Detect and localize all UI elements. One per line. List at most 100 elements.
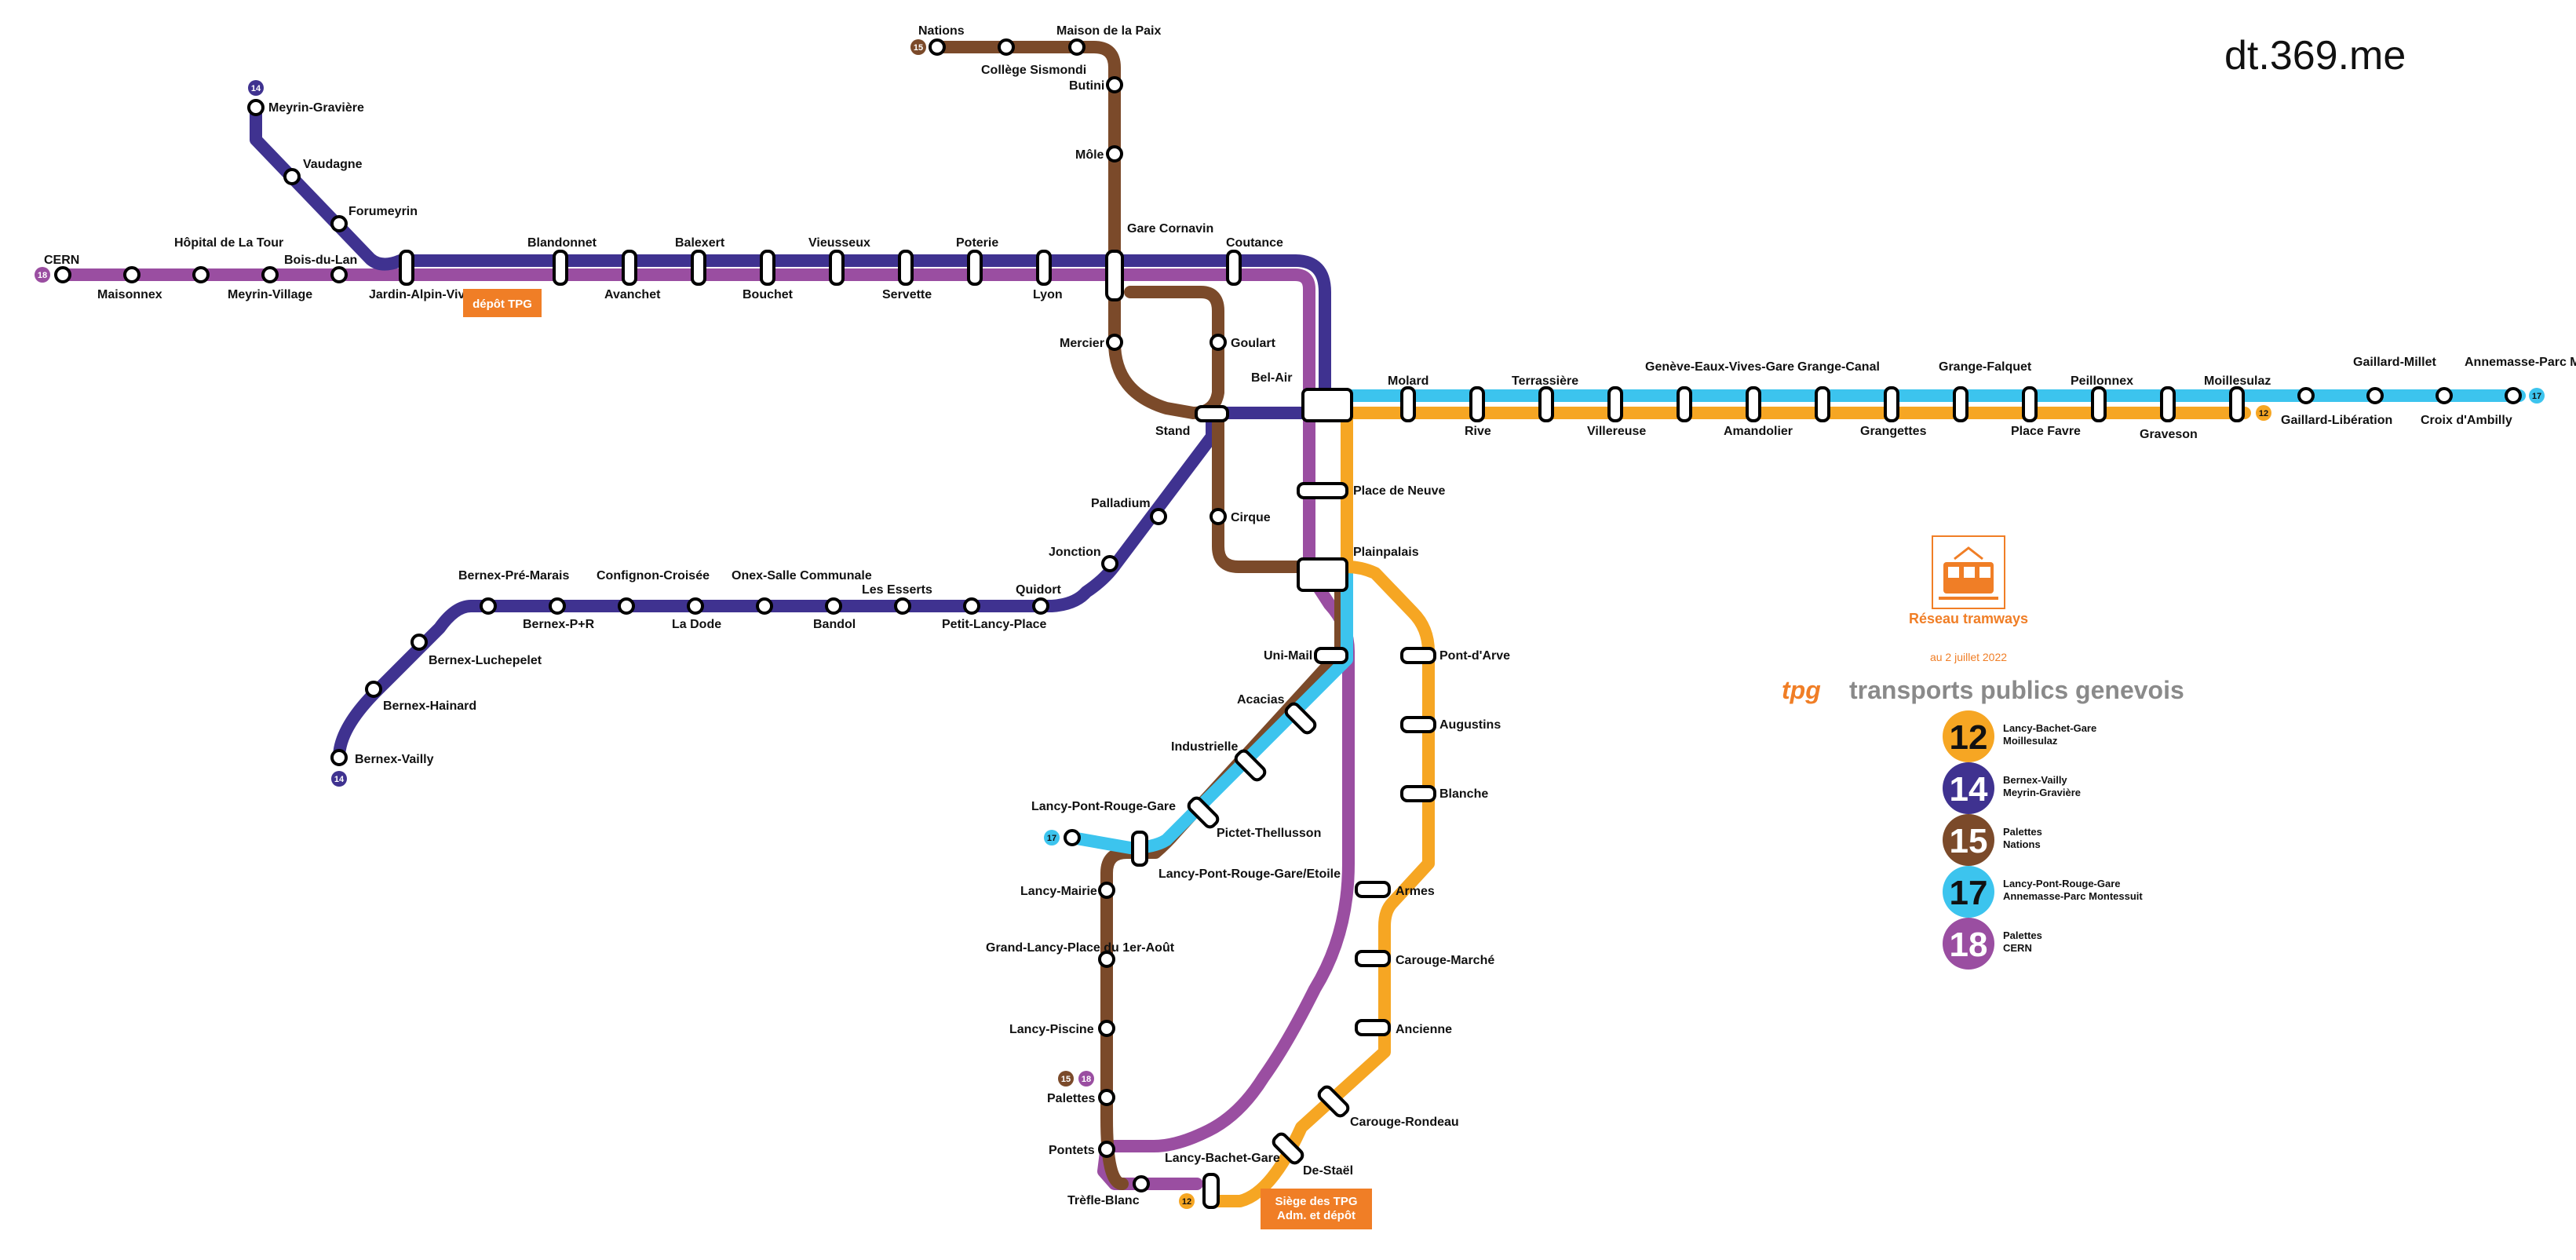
station-bandol[interactable] (825, 597, 842, 615)
station-peillonnex[interactable] (2091, 386, 2107, 422)
station-petit-lancy[interactable] (963, 597, 980, 615)
station-servette[interactable] (898, 250, 914, 286)
station-les-esserts[interactable] (894, 597, 911, 615)
label-bandol: Bandol (813, 618, 856, 631)
operator-name: transports publics genevois (1849, 676, 2184, 704)
station-lancy-mairie[interactable] (1098, 882, 1115, 899)
station-bernex-vailly[interactable] (330, 749, 348, 766)
station-grange-canal[interactable] (1815, 386, 1830, 422)
station-quidort[interactable] (1032, 597, 1049, 615)
station-onex-salle[interactable] (756, 597, 773, 615)
station-rive[interactable] (1469, 386, 1485, 422)
station-butini[interactable] (1106, 76, 1123, 93)
station-de-stael[interactable] (1272, 1132, 1304, 1165)
station-mercier[interactable] (1106, 334, 1123, 351)
station-cirque[interactable] (1210, 508, 1227, 525)
station-goulart[interactable] (1210, 334, 1227, 351)
station-blanche[interactable] (1400, 785, 1436, 802)
station-augustins[interactable] (1400, 716, 1436, 733)
label-amandolier: Amandolier (1724, 425, 1793, 438)
station-forumeyrin[interactable] (330, 215, 348, 232)
station-lancy-bachet[interactable] (1202, 1173, 1220, 1209)
station-lancy-piscine[interactable] (1098, 1020, 1115, 1037)
station-pontets[interactable] (1098, 1141, 1115, 1158)
station-molard[interactable] (1400, 386, 1416, 422)
station-annemasse[interactable] (2505, 387, 2522, 404)
station-lancy-pont-rouge-etoile[interactable] (1131, 831, 1148, 867)
station-cern[interactable] (54, 266, 71, 283)
station-acacias[interactable] (1284, 702, 1317, 735)
station-place-neuve[interactable] (1297, 482, 1348, 499)
station-grangettes[interactable] (1884, 386, 1899, 422)
station-maison-paix[interactable] (1068, 38, 1085, 56)
label-bernex-luchepelet: Bernex-Luchepelet (429, 654, 542, 667)
station-armes[interactable] (1355, 881, 1391, 898)
station-graveson[interactable] (2160, 386, 2176, 422)
station-terrassiere[interactable] (1538, 386, 1554, 422)
station-avanchet[interactable] (622, 250, 637, 286)
station-lyon[interactable] (1036, 250, 1052, 286)
station-gaillard-liberation[interactable] (2297, 387, 2315, 404)
station-gare-cornavin[interactable] (1105, 250, 1124, 301)
station-confignon[interactable] (618, 597, 635, 615)
station-place-favre[interactable] (2022, 386, 2038, 422)
station-palettes[interactable] (1098, 1089, 1115, 1106)
station-nations[interactable] (929, 38, 946, 56)
svg-text:14: 14 (334, 775, 345, 784)
station-maisonnex[interactable] (123, 266, 140, 283)
station-bernex-hainard[interactable] (365, 681, 382, 698)
station-croix-ambilly[interactable] (2436, 387, 2453, 404)
station-bernex-pr[interactable] (549, 597, 566, 615)
label-les-esserts: Les Esserts (862, 583, 932, 597)
depots: dépôt TPG Siège des TPG Adm. et dépôt (463, 289, 1372, 1229)
station-industrielle[interactable] (1234, 749, 1267, 782)
station-meyrin-graviere[interactable] (247, 99, 265, 116)
svg-text:15: 15 (1061, 1075, 1071, 1084)
station-bel-air[interactable] (1301, 388, 1353, 422)
station-balexert[interactable] (691, 250, 706, 286)
station-vieusseux[interactable] (829, 250, 845, 286)
station-bois-du-lan[interactable] (330, 266, 348, 283)
station-villereuse[interactable] (1607, 386, 1623, 422)
station-grange-falquet[interactable] (1953, 386, 1968, 422)
station-poterie[interactable] (967, 250, 983, 286)
station-coutance[interactable] (1226, 250, 1242, 286)
station-plainpalais[interactable] (1297, 557, 1348, 592)
station-la-dode[interactable] (687, 597, 704, 615)
station-geneve-eaux-vives[interactable] (1677, 386, 1692, 422)
station-college-sismondi[interactable] (998, 38, 1015, 56)
station-grand-lancy[interactable] (1098, 951, 1115, 968)
station-gaillard-millet[interactable] (2366, 387, 2384, 404)
station-mole[interactable] (1106, 145, 1123, 163)
station-palladium[interactable] (1150, 508, 1167, 525)
station-jonction[interactable] (1101, 555, 1118, 572)
label-butini: Butini (1069, 79, 1104, 93)
station-jardin-alpin[interactable] (399, 250, 414, 286)
station-hopital-tour[interactable] (192, 266, 210, 283)
badge-17-lancy-pont-rouge: 17 (1044, 830, 1060, 845)
station-stand[interactable] (1195, 405, 1229, 422)
svg-text:Lancy-Pont-Rouge-Gare: Lancy-Pont-Rouge-Gare (2003, 878, 2121, 889)
label-carouge-rondeau: Carouge-Rondeau (1350, 1116, 1459, 1129)
station-bernex-luchepelet[interactable] (410, 634, 428, 651)
station-pont-arve[interactable] (1400, 647, 1436, 664)
station-lancy-pont-rouge-gare[interactable] (1064, 829, 1081, 846)
station-bouchet[interactable] (760, 250, 775, 286)
station-carouge-marche[interactable] (1355, 950, 1391, 967)
station-carouge-rondeau[interactable] (1317, 1085, 1350, 1118)
label-blandonnet: Blandonnet (527, 236, 597, 250)
station-ancienne[interactable] (1355, 1019, 1391, 1036)
station-meyrin-village[interactable] (261, 266, 279, 283)
station-blandonnet[interactable] (553, 250, 568, 286)
station-trefle-blanc[interactable] (1133, 1175, 1150, 1192)
station-vaudagne[interactable] (283, 168, 301, 185)
station-moillesulaz[interactable] (2229, 386, 2245, 422)
depot-siege-box (1261, 1189, 1372, 1229)
station-uni-mail[interactable] (1314, 647, 1348, 664)
label-maison-paix: Maison de la Paix (1056, 24, 1161, 38)
station-amandolier[interactable] (1746, 386, 1761, 422)
station-bernex-pre-marais[interactable] (480, 597, 497, 615)
station-pictet-thellusson[interactable] (1187, 796, 1220, 829)
